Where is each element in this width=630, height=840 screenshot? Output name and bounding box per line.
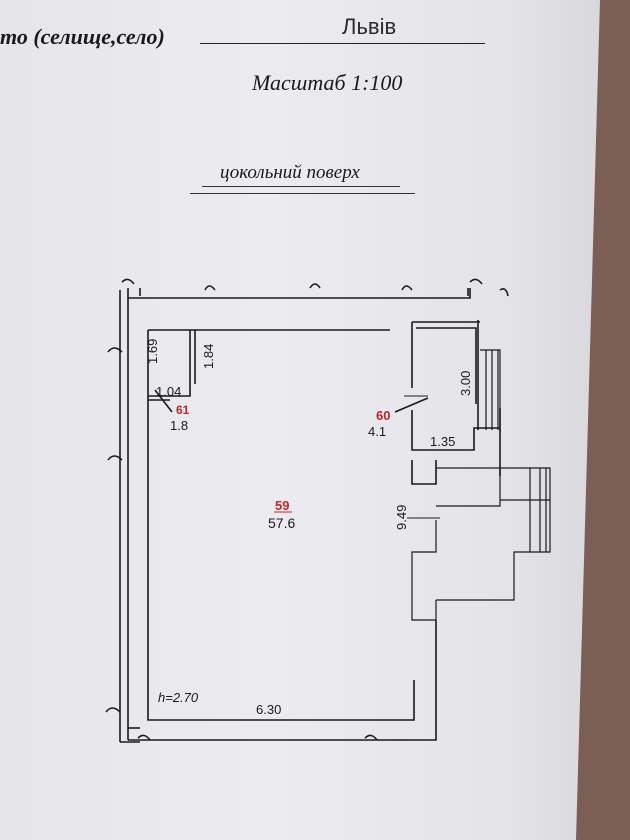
room-area-60: 4.1 — [368, 424, 386, 439]
room-number-59: 59 — [275, 498, 289, 513]
floor-underline — [202, 186, 400, 187]
floor-underline-2 — [190, 193, 415, 194]
room-number-61: 61 — [176, 403, 190, 417]
dim-1-35: 1.35 — [430, 434, 455, 449]
dim-6-30: 6.30 — [256, 702, 281, 717]
outer-walls — [105, 278, 509, 743]
dim-1-69: 1.69 — [145, 339, 160, 364]
floor-title: цокольний поверх — [220, 162, 360, 183]
scale-label: Масштаб 1:100 — [252, 70, 403, 95]
ceiling-height: h=2.70 — [158, 690, 199, 705]
dim-3-00: 3.00 — [458, 371, 473, 396]
room-area-59: 57.6 — [268, 515, 295, 531]
room-61-walls — [148, 329, 390, 413]
dim-1-04: 1.04 — [156, 384, 181, 399]
room-area-61: 1.8 — [170, 418, 188, 433]
city-name: Львів — [342, 14, 397, 39]
city-underline — [200, 43, 485, 44]
dim-1-84: 1.84 — [201, 344, 216, 369]
settlement-label: то (селище,село) — [0, 24, 165, 49]
stair-steps — [411, 349, 551, 621]
room-60-walls — [394, 320, 501, 485]
dim-9-49: 9.49 — [394, 505, 409, 530]
room-number-60: 60 — [376, 408, 390, 423]
dimension-ticks — [404, 395, 440, 519]
